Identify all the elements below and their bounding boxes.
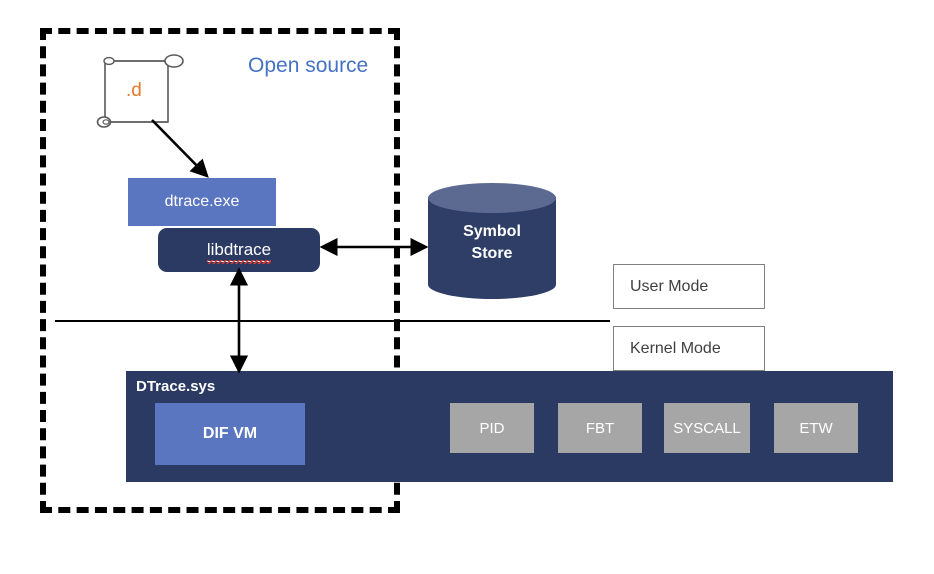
script-file-scroll: .d (96, 52, 184, 130)
provider-box-syscall[interactable]: SYSCALL (664, 403, 750, 453)
provider-label-etw: ETW (799, 419, 833, 437)
provider-box-etw[interactable]: ETW (774, 403, 858, 453)
symbol-store-label-line1: Symbol (463, 223, 521, 240)
kernel-mode-legend-box: Kernel Mode (613, 326, 765, 371)
provider-label-pid: PID (479, 419, 505, 437)
symbol-store-label-line2: Store (471, 245, 513, 262)
cylinder-top-ellipse (428, 183, 556, 213)
dif-vm-box[interactable]: DIF VM (155, 403, 305, 465)
user-mode-legend-box: User Mode (613, 264, 765, 309)
dtrace-sys-label: DTrace.sys (136, 378, 216, 395)
provider-label-fbt: FBT (585, 419, 615, 437)
user-kernel-divider-line (55, 320, 610, 322)
provider-label-syscall: SYSCALL (673, 419, 741, 437)
symbol-store-cylinder[interactable]: Symbol Store (428, 183, 556, 299)
user-mode-label: User Mode (630, 277, 709, 295)
open-source-label: Open source (248, 54, 369, 77)
symbol-store-label: Symbol Store (428, 221, 556, 265)
libdtrace-box[interactable]: libdtrace (158, 228, 320, 272)
dif-vm-label: DIF VM (202, 425, 258, 442)
open-source-boundary (40, 28, 400, 513)
script-file-label: .d (126, 80, 142, 101)
dtrace-exe-label: dtrace.exe (164, 193, 240, 210)
provider-box-pid[interactable]: PID (450, 403, 534, 453)
dtrace-exe-box[interactable]: dtrace.exe (128, 178, 276, 226)
libdtrace-label: libdtrace (206, 240, 272, 264)
provider-box-fbt[interactable]: FBT (558, 403, 642, 453)
kernel-mode-label: Kernel Mode (630, 339, 721, 357)
